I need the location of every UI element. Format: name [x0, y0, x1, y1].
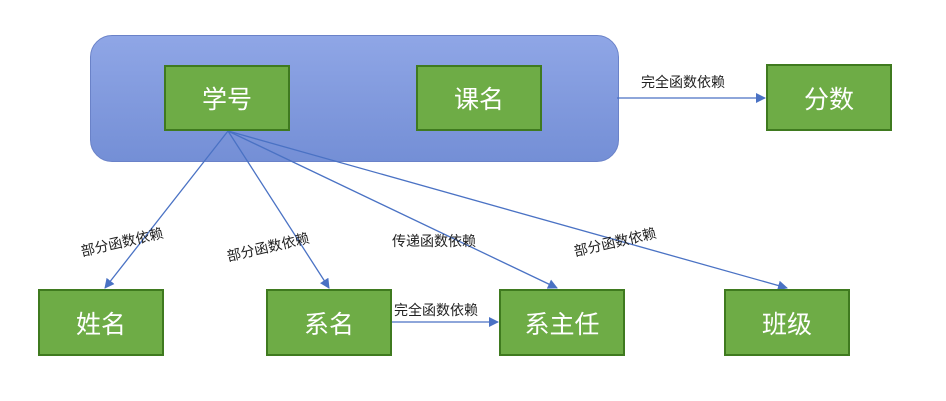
label-id-to-dept-head: 传递函数依赖 [392, 234, 476, 250]
node-name: 姓名 [38, 289, 164, 356]
arrow-id-to-dept-head [227, 130, 558, 289]
arrow-id-to-department [227, 130, 330, 289]
label-department-to-dept-head: 完全函数依赖 [394, 303, 478, 319]
node-class: 班级 [724, 289, 850, 356]
arrow-id-to-class [227, 130, 788, 291]
node-department: 系名 [266, 289, 392, 356]
arrow-id-to-name [104, 130, 229, 289]
node-score: 分数 [766, 64, 892, 131]
node-dept-head: 系主任 [499, 289, 625, 356]
node-course-name: 课名 [416, 65, 542, 131]
node-student-id: 学号 [164, 65, 290, 131]
label-group-to-score: 完全函数依赖 [641, 75, 725, 91]
